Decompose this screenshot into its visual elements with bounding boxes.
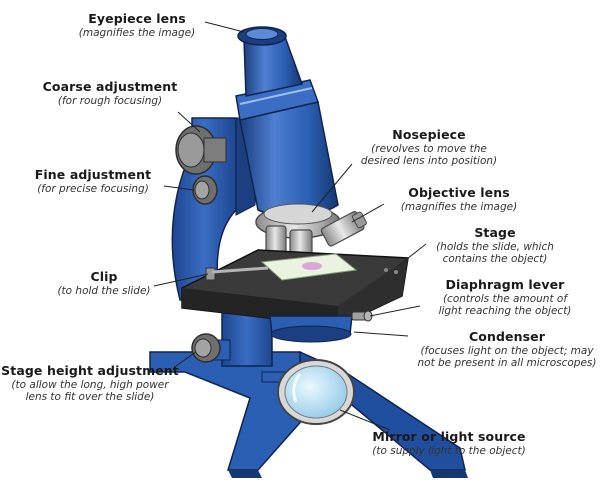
label-condenser-title: Condenser: [469, 329, 545, 344]
leader-lines: [153, 21, 427, 431]
diaphragm-lever: [351, 310, 373, 322]
label-fine-title: Fine adjustment: [34, 167, 152, 182]
label-diaphragm-desc1: (controls the amount of: [442, 292, 568, 305]
label-condenser-desc2: not be present in all microscopes): [417, 357, 597, 370]
label-stage-height-desc1: (to allow the long, high power: [11, 378, 169, 391]
body-tube: [235, 33, 339, 219]
label-fine-desc: (for precise focusing): [37, 182, 149, 195]
label-clip-title: Clip: [90, 269, 118, 284]
label-clip: Clip (to hold the slide): [44, 269, 164, 297]
label-mirror-desc: (to supply light to the object): [372, 444, 526, 457]
label-objective-title: Objective lens: [408, 185, 510, 200]
label-mirror: Mirror or light source (to supply light …: [344, 429, 554, 457]
label-fine-adjustment: Fine adjustment (for precise focusing): [22, 167, 164, 195]
label-stage: Stage (holds the slide, which contains t…: [420, 225, 570, 266]
label-stage-title: Stage: [474, 225, 516, 240]
label-clip-desc: (to hold the slide): [57, 284, 151, 297]
coarse-adjustment-knob: [175, 125, 227, 175]
stage-height-knob: [191, 333, 221, 363]
label-stage-desc1: (holds the slide, which: [436, 240, 554, 253]
label-stage-desc2: contains the object): [442, 253, 548, 266]
label-diaphragm-lever: Diaphragm lever (controls the amount of …: [420, 277, 590, 318]
label-objective-lens: Objective lens (magnifies the image): [384, 185, 534, 213]
label-eyepiece-title: Eyepiece lens: [88, 11, 186, 26]
fine-adjustment-knob: [192, 175, 218, 205]
label-eyepiece: Eyepiece lens (magnifies the image): [62, 11, 212, 39]
label-nosepiece-desc2: desired lens into position): [360, 155, 498, 168]
label-coarse-title: Coarse adjustment: [42, 79, 178, 94]
objective-lens: [265, 211, 367, 257]
slide: [260, 253, 358, 281]
condenser: [269, 315, 353, 343]
label-diaphragm-title: Diaphragm lever: [445, 277, 565, 292]
label-diaphragm-desc2: light reaching the object): [438, 305, 572, 318]
label-stage-height-title: Stage height adjustment: [1, 363, 179, 378]
mirror: [261, 359, 355, 425]
label-coarse-desc: (for rough focusing): [57, 94, 163, 107]
label-condenser-desc1: (focuses light on the object; may: [420, 344, 594, 357]
label-condenser: Condenser (focuses light on the object; …: [400, 329, 614, 370]
label-coarse-adjustment: Coarse adjustment (for rough focusing): [40, 79, 180, 107]
label-eyepiece-desc: (magnifies the image): [78, 26, 196, 39]
label-nosepiece-title: Nosepiece: [392, 127, 466, 142]
label-stage-height-adjustment: Stage height adjustment (to allow the lo…: [0, 363, 180, 404]
label-objective-desc: (magnifies the image): [400, 200, 518, 213]
label-mirror-title: Mirror or light source: [372, 429, 526, 444]
eyepiece-lens: [237, 26, 287, 46]
label-nosepiece-desc1: (revolves to move the: [371, 142, 487, 155]
label-nosepiece: Nosepiece (revolves to move the desired …: [344, 127, 514, 168]
label-stage-height-desc2: lens to fit over the slide): [25, 391, 155, 404]
